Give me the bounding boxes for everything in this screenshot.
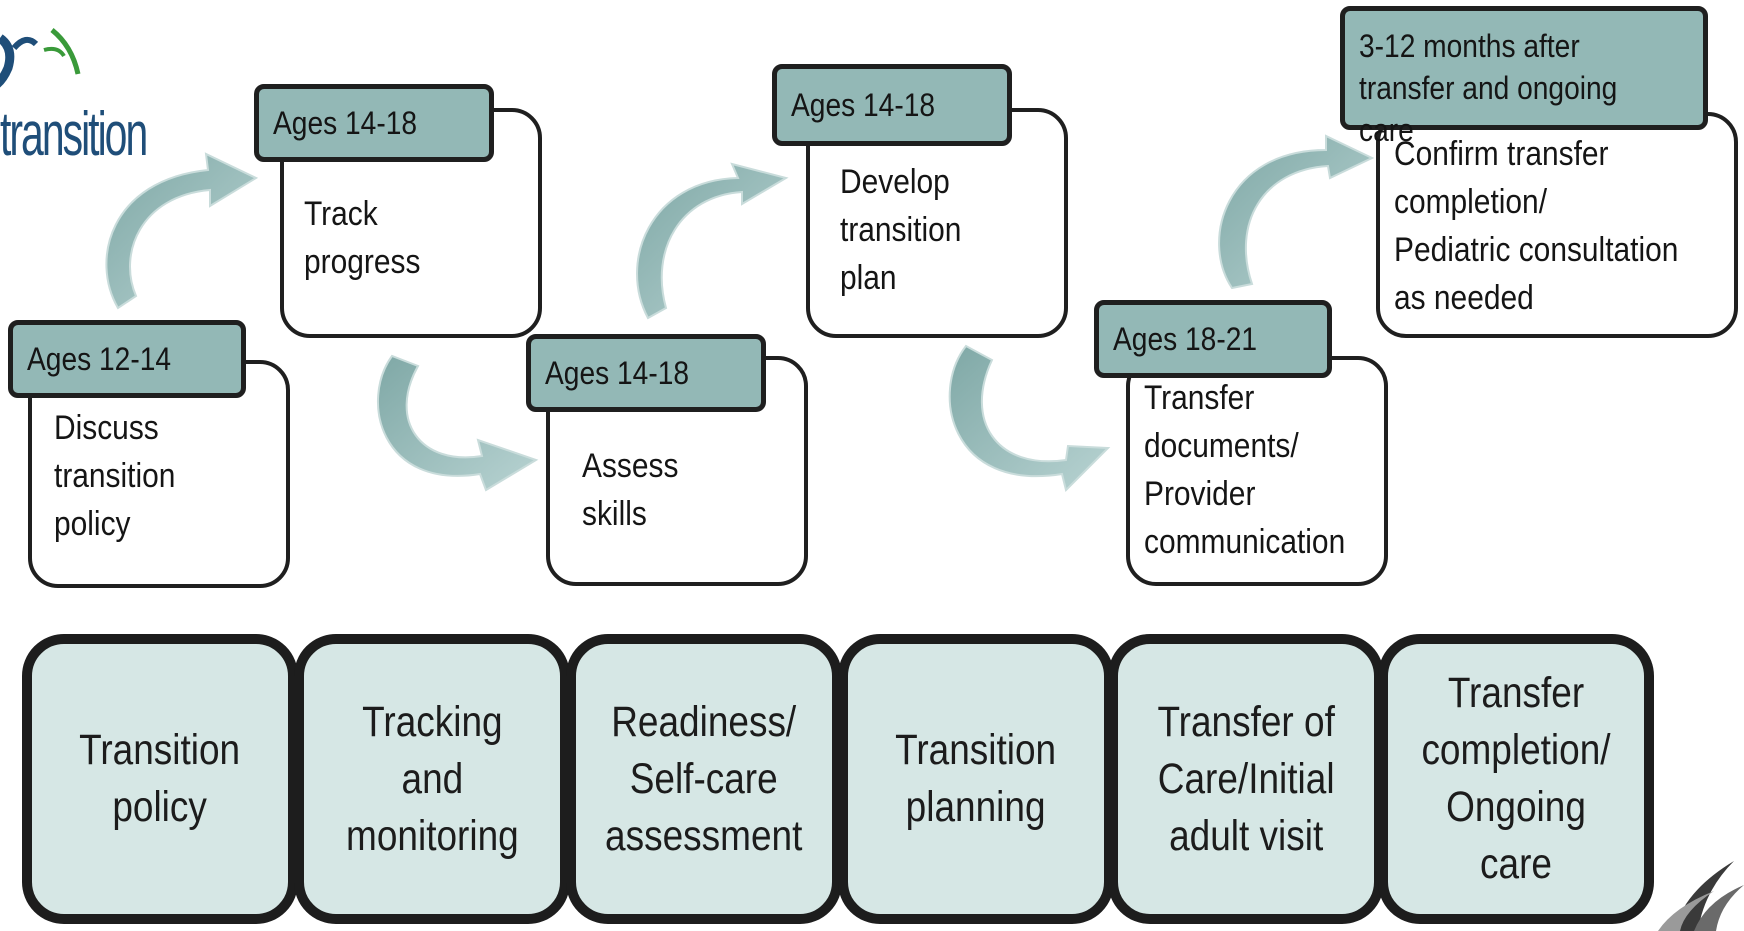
phase-label-1: Transition policy: [79, 726, 241, 831]
phase-transition-planning: Transition planning: [838, 634, 1114, 924]
stage-age-tag-4: Ages 14-18: [772, 64, 1012, 146]
phase-label-6: Transfer completion/ Ongoing care: [1421, 669, 1611, 888]
stage-text-6: Confirm transfer completion/ Pediatric c…: [1394, 135, 1679, 317]
stage-age-label-3: Ages 14-18: [545, 355, 690, 391]
phase-readiness-assessment: Readiness/ Self-care assessment: [566, 634, 842, 924]
phase-tracking-monitoring: Tracking and monitoring: [294, 634, 570, 924]
phase-transfer-completion: Transfer completion/ Ongoing care: [1378, 634, 1654, 924]
stage-age-label-1: Ages 12-14: [27, 341, 172, 377]
arrow-down-1: [377, 354, 539, 492]
stage-age-label-6: 3-12 months after transfer and ongoing c…: [1359, 28, 1618, 148]
stage-text-4: Develop transition plan: [840, 163, 962, 297]
stage-age-tag-5: Ages 18-21: [1094, 300, 1332, 378]
stage-card-1: [28, 360, 290, 588]
phase-label-4: Transition planning: [895, 726, 1057, 831]
stage-card-5: [1126, 356, 1388, 586]
stage-text-5: Transfer documents/ Provider communicati…: [1144, 379, 1346, 561]
stage-age-tag-1: Ages 12-14: [8, 320, 246, 398]
stage-age-tag-6: 3-12 months after transfer and ongoing c…: [1340, 6, 1708, 148]
stage-text-2: Track progress: [304, 195, 421, 281]
stage-text-1: Discuss transition policy: [54, 409, 176, 543]
logo-text: transition: [0, 100, 148, 169]
phase-label-3: Readiness/ Self-care assessment: [605, 697, 803, 860]
phase-transition-policy: Transition policy: [22, 634, 298, 924]
stage-age-tag-2: Ages 14-18: [254, 84, 494, 162]
arrow-up-3: [1218, 134, 1375, 290]
stage-text-3: Assess skills: [582, 447, 679, 533]
stage-age-tag-3: Ages 14-18: [526, 334, 766, 412]
arrow-up-1: [105, 152, 259, 310]
stage-card-6: [1376, 112, 1738, 338]
phase-transfer-of-care: Transfer of Care/Initial adult visit: [1108, 634, 1384, 924]
stage-card-4: [806, 108, 1068, 338]
logo: transition: [0, 20, 170, 170]
stage-age-label-5: Ages 18-21: [1113, 321, 1258, 357]
stage-age-label-2: Ages 14-18: [273, 105, 418, 141]
arrow-up-2: [636, 162, 789, 320]
stage-age-label-4: Ages 14-18: [791, 87, 936, 123]
corner-swoosh-icon: [1658, 861, 1744, 931]
arrow-down-2: [948, 344, 1111, 492]
transition-logo-icon: [0, 28, 81, 88]
phase-label-5: Transfer of Care/Initial adult visit: [1157, 697, 1335, 860]
phase-label-2: Tracking and monitoring: [345, 697, 519, 860]
